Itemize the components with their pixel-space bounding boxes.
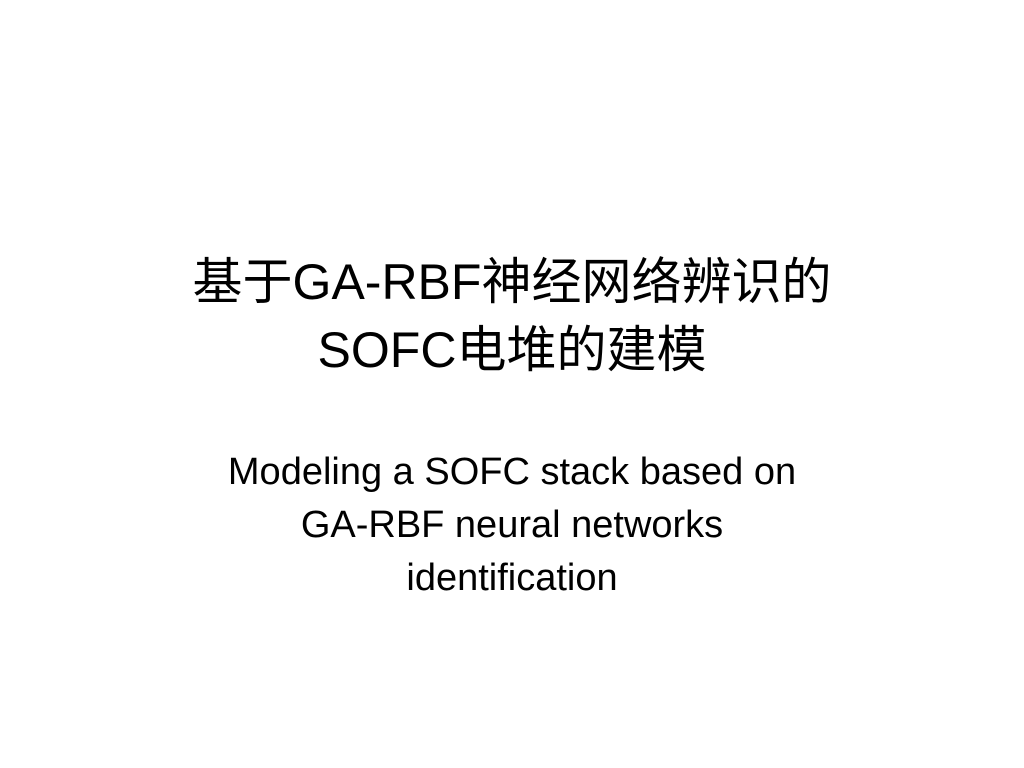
slide-title: 基于GA-RBF神经网络辨识的 SOFC电堆的建模 (60, 248, 964, 384)
slide-title-line-1: 基于GA-RBF神经网络辨识的 (192, 254, 832, 310)
slide-subtitle-line-1: Modeling a SOFC stack based on (227, 451, 797, 493)
slide-title-line-2: SOFC电堆的建模 (317, 322, 707, 378)
slide-subtitle-line-2: GA-RBF neural networks (300, 504, 724, 546)
slide-subtitle: Modeling a SOFC stack based on GA-RBF ne… (60, 446, 964, 605)
slide-subtitle-line-3: identification (406, 557, 618, 599)
